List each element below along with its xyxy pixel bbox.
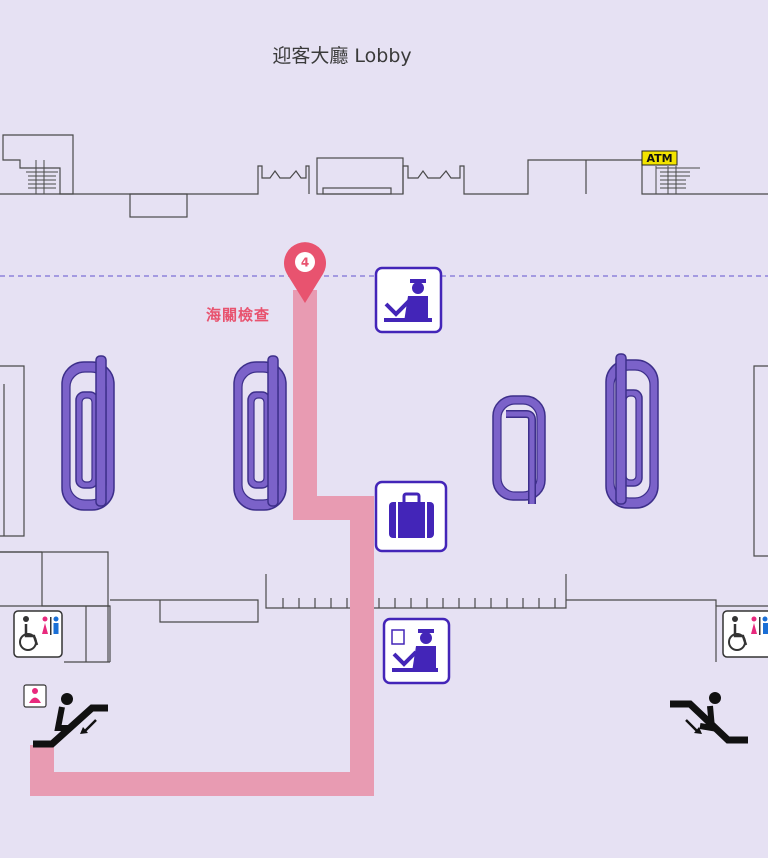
gate-barrier [282,598,556,608]
map-title: 迎客大廳 Lobby [272,45,411,67]
nursing-room-icon [23,684,47,708]
accessible-restroom-icon [722,610,768,658]
baggage-icon [374,480,448,553]
location-pin-icon[interactable]: 4 [284,242,326,303]
accessible-restroom-icon [13,610,63,658]
customs-officer-icon [374,266,443,334]
customs-declaration-icon [382,617,451,685]
escalator-down-icon [33,693,108,748]
baggage-carousel-1 [61,355,115,511]
baggage-carousel-2 [233,355,287,511]
baggage-carousel-3 [492,395,546,504]
pin-number: 4 [301,256,309,270]
route-path [30,290,374,796]
atm-icon: ATM [641,150,678,166]
customs-label: 海關檢查 [206,306,270,324]
escalator-down-icon [670,692,748,744]
side-walls [0,365,768,663]
atm-label: ATM [646,152,672,165]
baggage-carousel-4 [605,353,659,509]
upper-wall-structures [0,134,768,218]
